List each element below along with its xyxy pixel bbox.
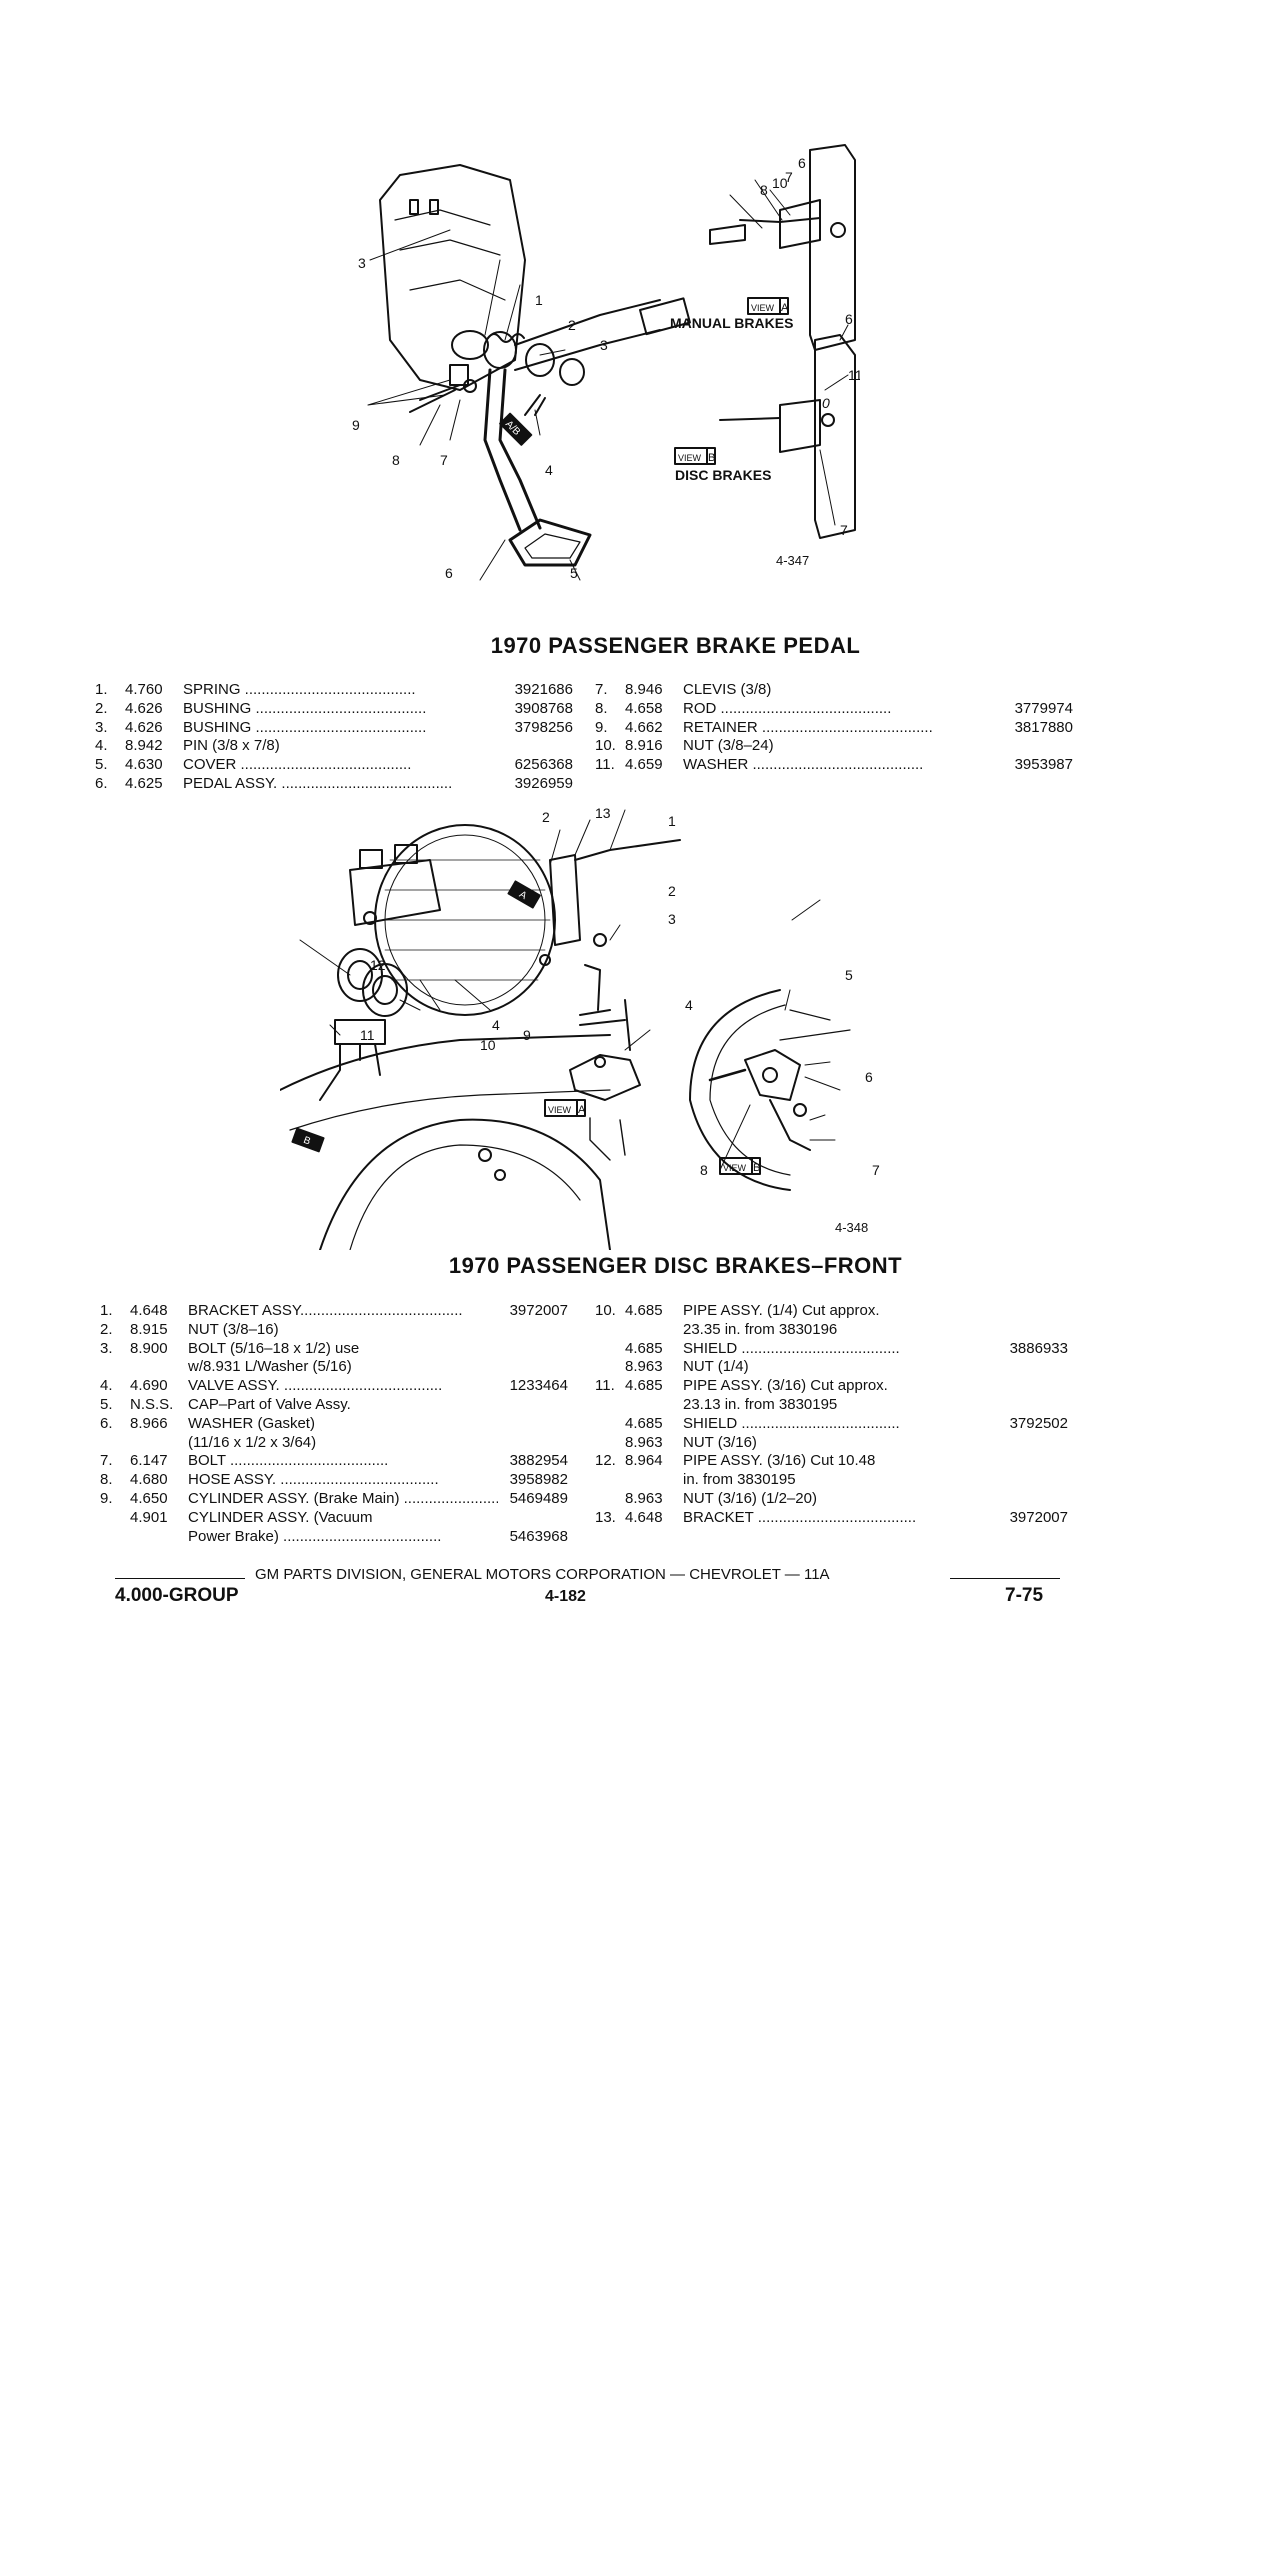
callout: 6 (798, 155, 806, 171)
view-letter: A (781, 302, 789, 314)
footer-rule-left (115, 1578, 245, 1579)
callout: 8 (760, 182, 768, 198)
view-word: VIEW (548, 1105, 572, 1115)
footer-section-number: 7-75 (1005, 1585, 1044, 1606)
view-letter: B (753, 1162, 760, 1174)
brake-pedal-illustration: A/B 1 2 3 3 4 5 6 7 8 9 6 7 8 10 VIEW A … (340, 140, 860, 600)
callout: 6 (865, 1069, 873, 1085)
view-word: VIEW (678, 453, 702, 463)
view-tag-a: A (517, 889, 529, 902)
view-b-caption: DISC BRAKES (675, 467, 771, 483)
callout: 4 (492, 1017, 500, 1033)
callout: 4 (685, 997, 693, 1013)
view-tag-b: B (302, 1135, 312, 1148)
list-item: (11/16 x 1/2 x 3/64) (188, 1433, 317, 1451)
disc-brakes-illustration: VIEW A A B VIEW B 1 2 2 3 4 4 5 6 7 8 9 … (280, 800, 920, 1250)
callout: 10 (480, 1037, 496, 1053)
list-item: 5.N.S.S.CAP–Part of Valve Assy. (100, 1395, 351, 1413)
list-item: Power Brake) ...........................… (188, 1527, 568, 1545)
callout: 7 (840, 522, 848, 538)
view-word: VIEW (751, 303, 775, 313)
callout: 2 (542, 809, 550, 825)
footer-rule-right (950, 1578, 1060, 1579)
callout: 12 (370, 957, 386, 973)
callout: 5 (570, 565, 578, 581)
view-a-manual-brakes: 6 7 8 10 VIEW A MANUAL BRAKES (670, 144, 856, 351)
figure-id: 4-348 (835, 1220, 868, 1235)
callout: 11 (360, 1027, 375, 1043)
callout: 3 (668, 911, 676, 927)
callout: 8 (700, 1162, 708, 1178)
callout: 4 (545, 462, 553, 478)
callout: 2 (668, 883, 676, 899)
footer-group: 4.000-GROUP (115, 1585, 239, 1606)
footer-page-number: 4-182 (545, 1588, 586, 1605)
figure-id: 4-347 (776, 553, 809, 568)
callout: 9 (352, 417, 360, 433)
callout: 11 (848, 367, 860, 383)
list-item: in. from 3830195 (683, 1471, 796, 1489)
callout: 8 (392, 452, 400, 468)
callout: 9 (523, 1027, 531, 1043)
callout: 6 (445, 565, 453, 581)
callout: 5 (845, 967, 853, 983)
list-item: w/8.931 L/Washer (5/16) (188, 1358, 352, 1376)
view-a-caption: MANUAL BRAKES (670, 315, 793, 331)
list-item: 23.35 in. from 3830196 (683, 1320, 838, 1338)
view-word: VIEW (723, 1163, 747, 1173)
footer-division: GM PARTS DIVISION, GENERAL MOTORS CORPOR… (255, 1566, 830, 1583)
view-letter: A (578, 1104, 586, 1116)
callout: 3 (358, 255, 366, 271)
callout: 2 (568, 317, 576, 333)
view-b-disc-brakes: 0 6 7 11 VIEW B DISC BRAKES (674, 311, 860, 539)
section-title: 1970 PASSENGER BRAKE PEDAL (490, 633, 861, 658)
svg-text:0: 0 (822, 395, 830, 411)
callout: 1 (535, 292, 543, 308)
callout: 10 (772, 175, 788, 191)
list-item: 23.13 in. from 3830195 (683, 1395, 838, 1413)
callout: 3 (600, 337, 608, 353)
section-title: 1970 PASSENGER DISC BRAKES–FRONT (448, 1253, 903, 1278)
callout: 7 (785, 169, 793, 185)
callout: 7 (440, 452, 448, 468)
callout: 13 (595, 805, 611, 821)
callout: 1 (668, 813, 676, 829)
callout: 7 (872, 1162, 880, 1178)
view-letter: B (708, 452, 715, 464)
callout: 6 (845, 311, 853, 327)
